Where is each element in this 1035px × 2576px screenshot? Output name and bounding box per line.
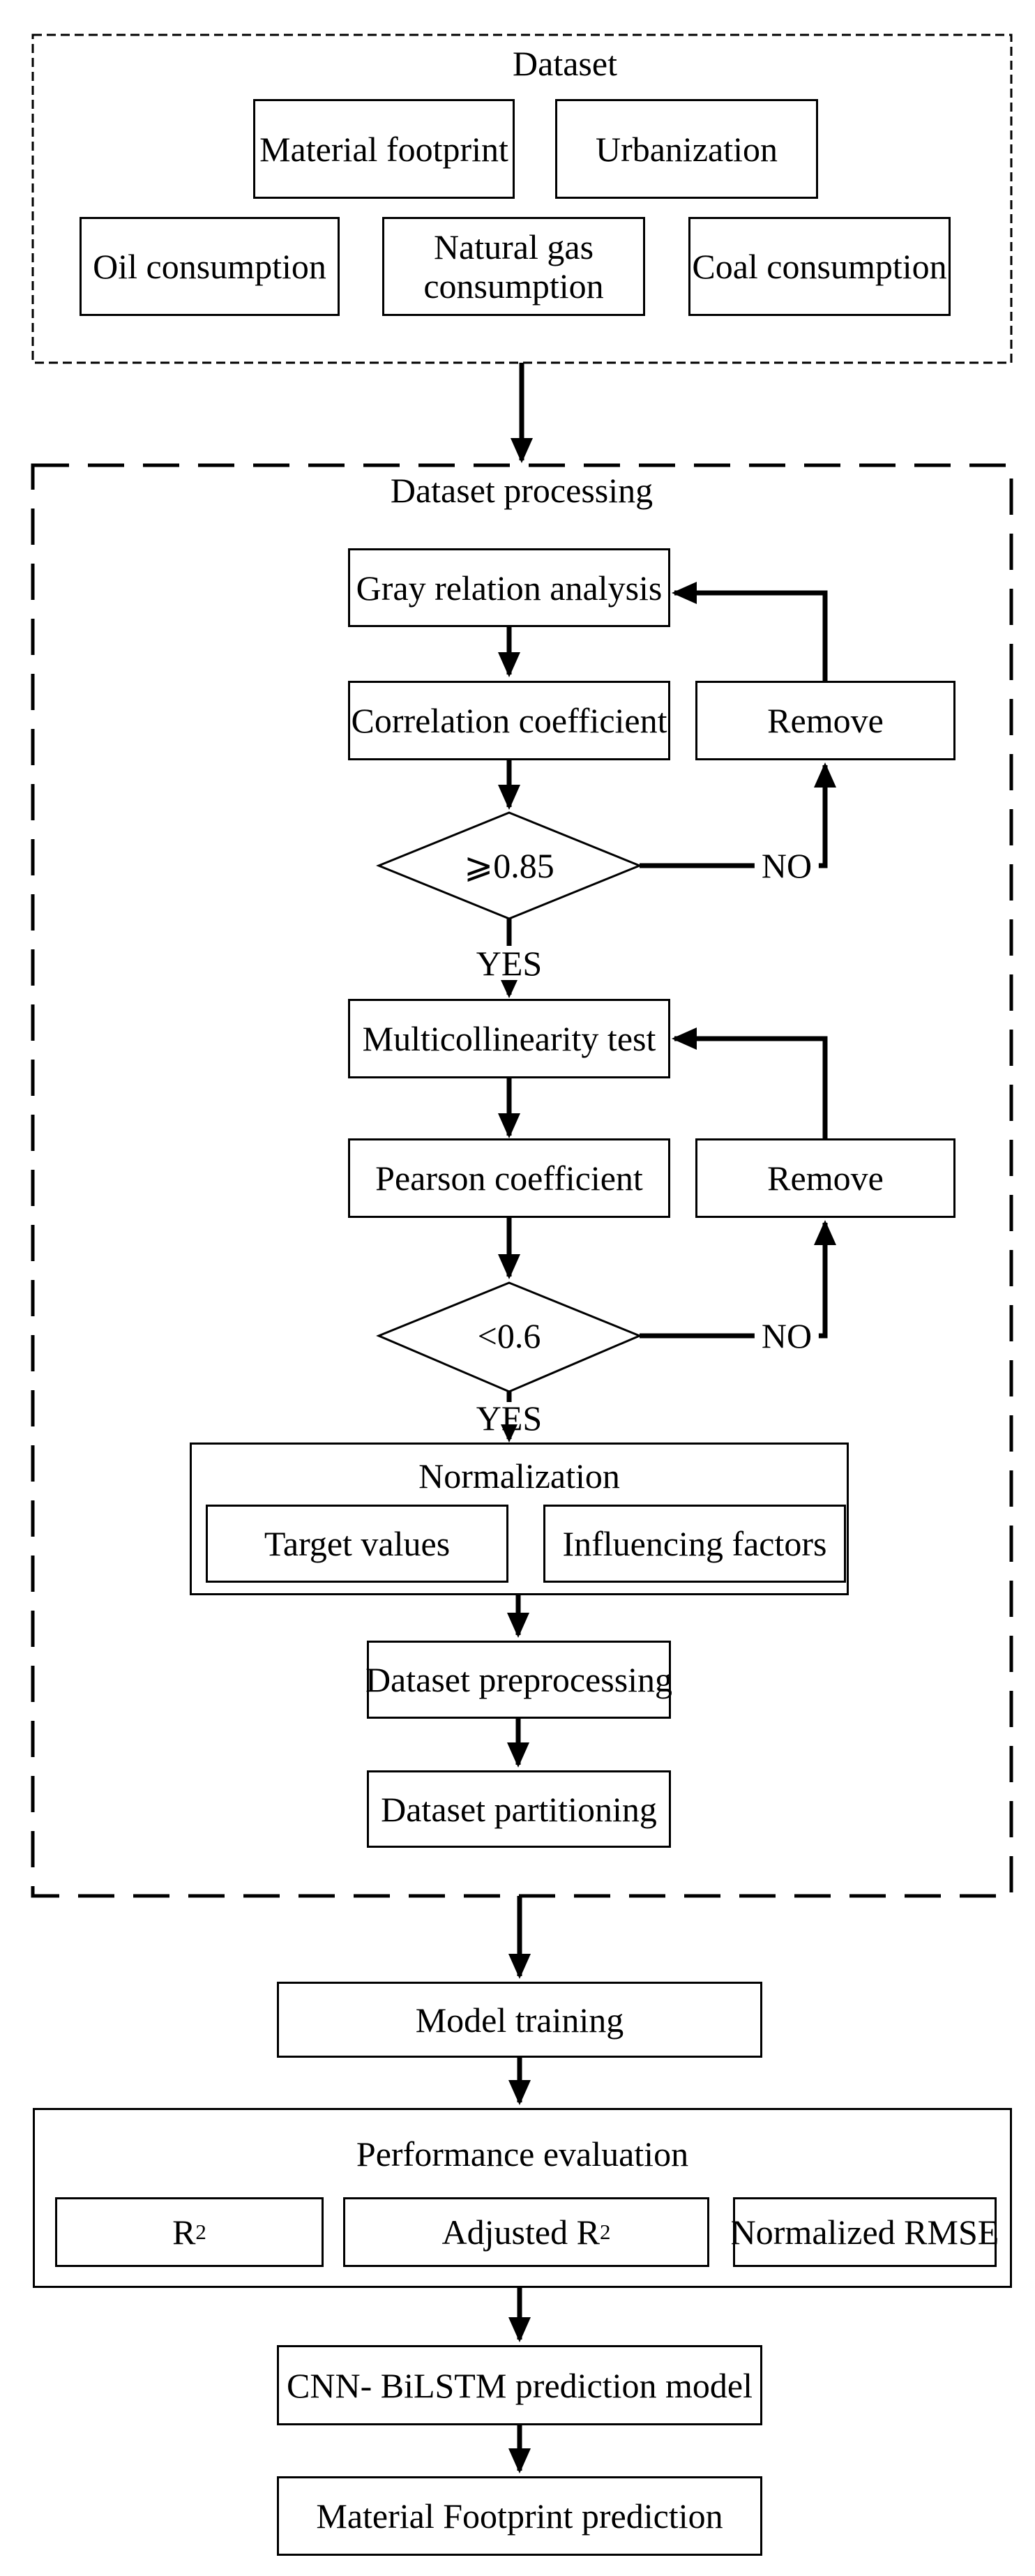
connector-decision1-no-to-remove1 (640, 762, 836, 868)
normalization-title: Normalization (418, 1456, 620, 1496)
decision-diamond-correlation (376, 811, 642, 920)
connector-decision2-no-to-remove2 (640, 1220, 836, 1339)
decision2-no-label: NO (754, 1316, 819, 1356)
urbanization-box: Urbanization (555, 99, 818, 199)
multicollinearity-test-box: Multicollinearity test (348, 999, 670, 1078)
decision2-yes-label: YES (476, 1399, 543, 1438)
normalization-group: Normalization Target values Influencing … (190, 1443, 849, 1595)
remove-box-2: Remove (695, 1138, 955, 1218)
material-footprint-prediction-box: Material Footprint prediction (277, 2476, 762, 2556)
decision1-no-label: NO (754, 845, 819, 886)
dataset-section-border (31, 33, 1013, 364)
connector-remove2-to-multicollinearity (672, 1027, 828, 1138)
remove-box-1: Remove (695, 681, 955, 760)
decision2-label: <0.6 (477, 1316, 541, 1355)
performance-evaluation-title: Performance evaluation (356, 2134, 689, 2174)
natural-gas-consumption-box: Natural gas consumption (382, 217, 645, 316)
adjusted-r2-base: Adjusted R (441, 2213, 600, 2252)
normalized-rmse-box: Normalized RMSE (731, 2197, 999, 2267)
influencing-factors-box: Influencing factors (543, 1505, 846, 1583)
coal-consumption-box: Coal consumption (688, 217, 951, 316)
correlation-coefficient-box: Correlation coefficient (348, 681, 670, 760)
processing-section-title: Dataset processing (390, 471, 654, 510)
material-footprint-box: Material footprint (253, 99, 515, 199)
dataset-preprocessing-box: Dataset preprocessing (365, 1641, 672, 1719)
decision1-yes-label: YES (476, 944, 543, 983)
target-values-box: Target values (206, 1505, 508, 1583)
oil-consumption-box: Oil consumption (80, 217, 340, 316)
dataset-section-title: Dataset (513, 44, 617, 83)
dataset-partitioning-box: Dataset partitioning (367, 1770, 671, 1848)
gray-relation-analysis-box: Gray relation analysis (348, 548, 670, 627)
decision1-label: ⩾0.85 (464, 846, 554, 885)
r2-base: R (172, 2213, 196, 2252)
decision-diamond-pearson (376, 1281, 642, 1393)
connector-remove1-to-gray (672, 582, 828, 681)
pearson-coefficient-box: Pearson coefficient (348, 1138, 670, 1218)
cnn-bilstm-model-box: CNN- BiLSTM prediction model (277, 2345, 762, 2425)
model-training-box: Model training (277, 1982, 762, 2058)
